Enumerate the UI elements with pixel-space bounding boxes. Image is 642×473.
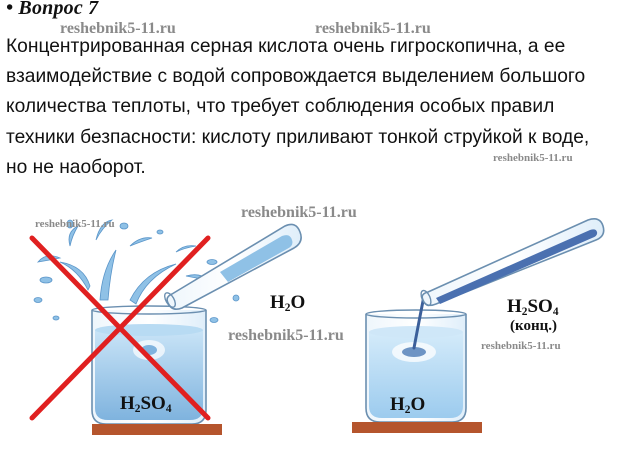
text-line: но не наоборот. (6, 156, 146, 178)
right-beaker-label: H2O (390, 394, 426, 416)
left-beaker-label: H2SO4 (120, 393, 172, 415)
right-test-tube (420, 218, 605, 307)
right-stand (352, 422, 482, 433)
watermark: reshebnik5-11.ru (241, 204, 357, 221)
red-cross-icon (29, 235, 211, 421)
left-test-tube (164, 223, 302, 310)
text-line: Концентрированная серная кислота очень г… (6, 36, 566, 57)
text-line: взаимодействие с водой сопровождается вы… (6, 66, 586, 88)
left-scene (29, 219, 302, 435)
watermark: reshebnik5-11.ru (35, 218, 115, 230)
text-line: техники безпасности: кислоту приливают т… (6, 126, 590, 148)
text-line: количества теплоты, что требует соблюден… (6, 96, 555, 118)
left-tube-label: H2O (270, 292, 306, 314)
question-heading: • Вопрос 7 (6, 0, 99, 19)
watermark: reshebnik5-11.ru (60, 20, 176, 37)
watermark: reshebnik5-11.ru (493, 152, 573, 164)
left-beaker (91, 305, 207, 425)
watermark: reshebnik5-11.ru (481, 340, 561, 352)
watermark: reshebnik5-11.ru (228, 327, 344, 344)
left-stand (92, 424, 222, 435)
question-text: Концентрированная серная кислота очень г… (6, 32, 636, 183)
watermark: reshebnik5-11.ru (315, 20, 431, 37)
right-beaker (365, 309, 467, 423)
right-tube-label: H2SO4 (507, 296, 559, 318)
right-scene (352, 218, 605, 433)
right-tube-note: (конц.) (510, 318, 557, 334)
